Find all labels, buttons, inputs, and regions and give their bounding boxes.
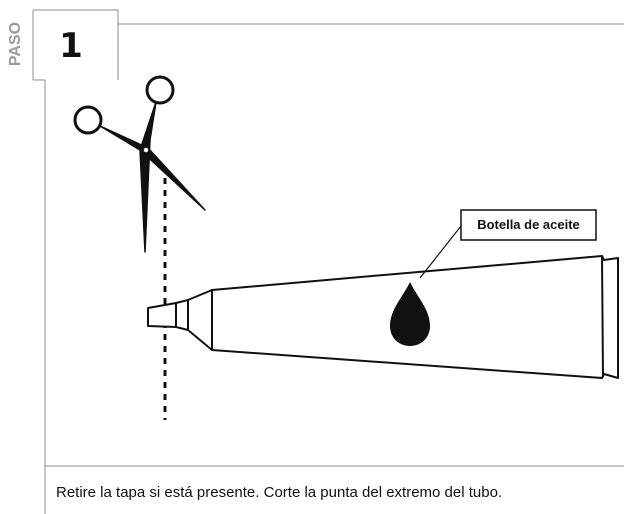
tube-icon	[147, 255, 619, 379]
paso-side-label: PASO	[7, 22, 24, 66]
panel-frame	[32, 9, 624, 514]
paso-text: PASO	[7, 22, 24, 66]
callout-label: Botella de aceite	[477, 217, 580, 232]
callout	[419, 209, 597, 279]
oil-drop-icon	[390, 282, 430, 346]
scissors-icon	[73, 75, 206, 253]
step-number: 1	[59, 26, 83, 66]
instruction-text: Retire la tapa si está presente. Corte l…	[56, 484, 503, 501]
